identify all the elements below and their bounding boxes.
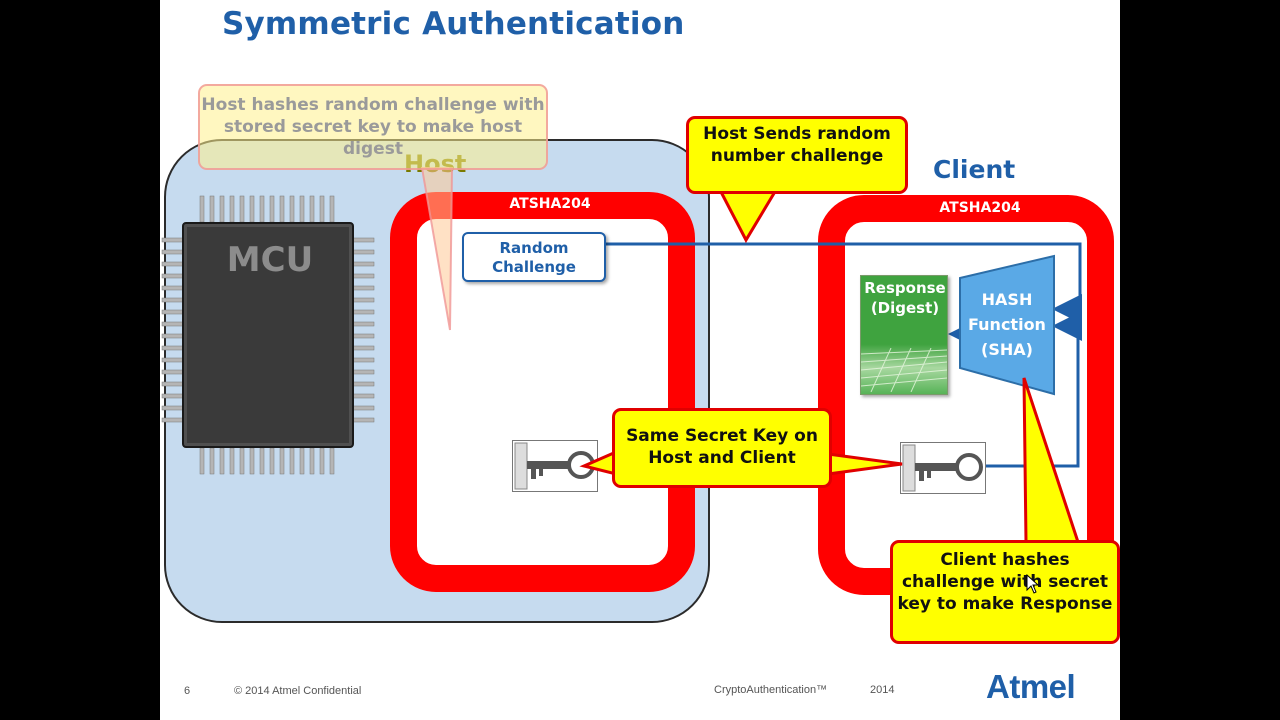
client-atsha204-label: ATSHA204 xyxy=(939,200,1021,216)
footer-product: CryptoAuthentication™ xyxy=(714,684,828,696)
callout-same-secret-key: Same Secret Key on Host and Client xyxy=(612,408,832,488)
footer-year: 2014 xyxy=(870,684,895,696)
client-label: Client xyxy=(933,155,1016,184)
client-key-image xyxy=(900,442,986,494)
mcu-label: MCU xyxy=(226,240,314,280)
hash-function-block xyxy=(959,254,1055,396)
mcu-pins xyxy=(161,195,375,475)
callout-host-sends: Host Sends random number challenge xyxy=(686,116,908,194)
hash-function-label: HASH Function (SHA) xyxy=(968,290,1046,359)
digest-pattern xyxy=(861,348,947,392)
slide: Symmetric Authentication MCU ATSHA204 AT… xyxy=(160,0,1120,720)
host-atsha204-label: ATSHA204 xyxy=(509,196,591,212)
challenge-line xyxy=(606,242,1082,324)
client-key-icon xyxy=(902,444,983,492)
callout-client-hashes: Client hashes challenge with secret key … xyxy=(890,540,1120,644)
random-challenge-box: Random Challenge xyxy=(462,232,606,282)
callout-host-hashes: Host hashes random challenge with stored… xyxy=(198,84,548,170)
atmel-logo: Atmel xyxy=(986,668,1076,705)
mcu-chip: MCU xyxy=(182,222,354,448)
footer-page-number: 6 xyxy=(184,685,191,697)
footer-copyright: © 2014 Atmel Confidential xyxy=(234,685,362,697)
mouse-cursor-icon xyxy=(1026,574,1040,594)
slide-title: Symmetric Authentication xyxy=(222,6,685,42)
response-label: Response (Digest) xyxy=(864,279,946,317)
response-digest-box: Response (Digest) xyxy=(860,275,948,395)
